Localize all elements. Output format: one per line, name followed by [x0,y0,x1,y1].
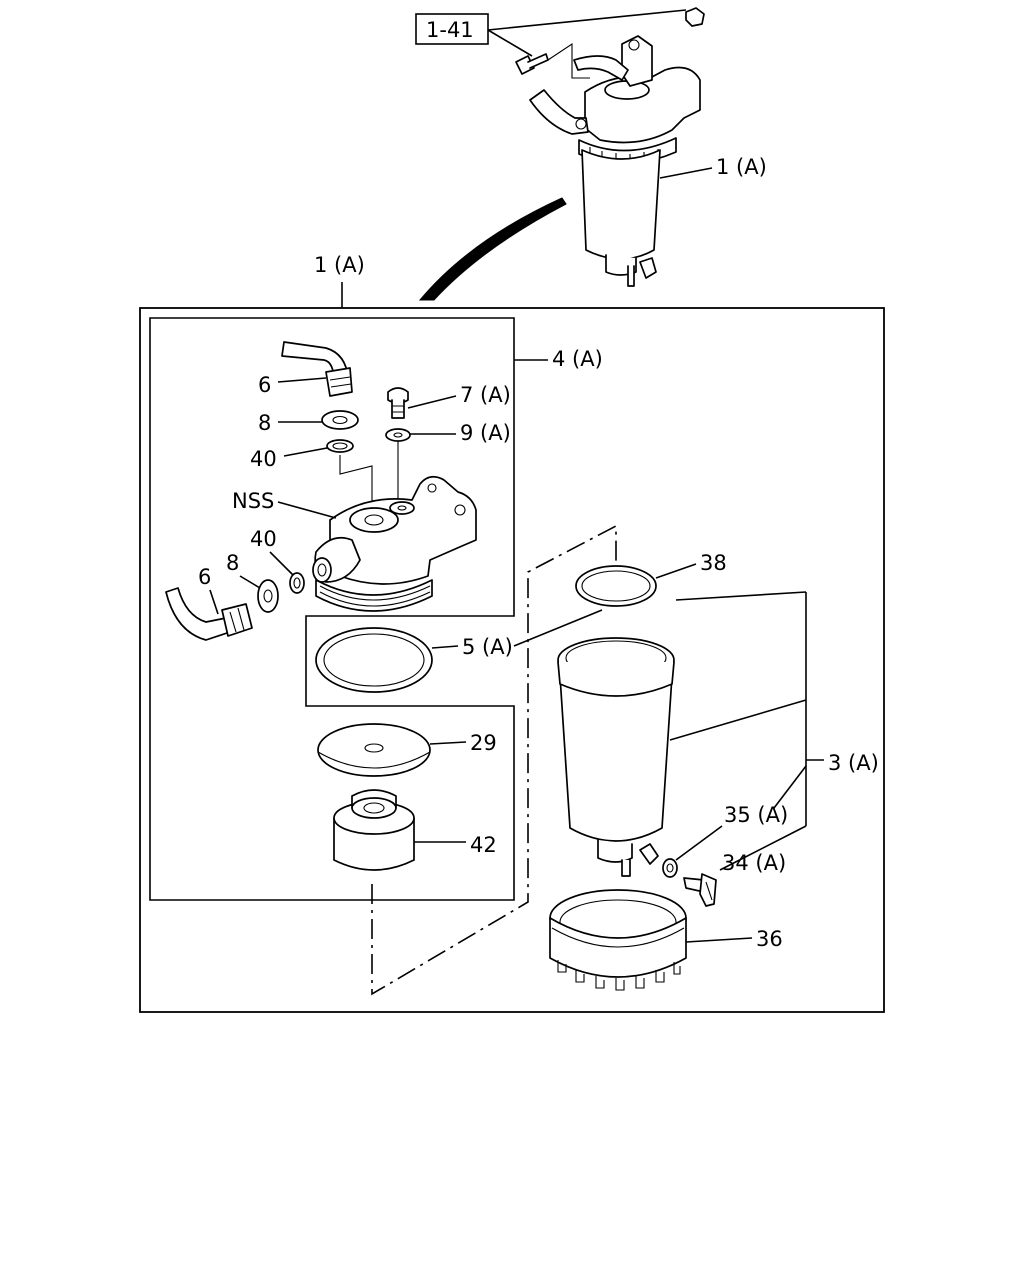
assembled-filter [515,7,705,287]
label-p36: 36 [756,927,783,951]
part-6-elbow-side [165,587,253,641]
part-nss-filter-head [312,475,477,612]
label-p34: 34 (A) [722,851,786,875]
label-p40-side: 40 [250,527,277,551]
label-p40-top: 40 [250,447,277,471]
label-assembly-top: 1 (A) [716,155,767,179]
part-38-gasket [575,565,657,607]
part-filter-bowl [557,637,675,877]
part-9-washer [385,428,411,442]
part-40-oring-top [326,439,354,453]
label-p42: 42 [470,833,497,857]
part-5-gasket [315,627,433,693]
part-8-washer-top [321,410,359,430]
label-p6-side: 6 [198,565,211,589]
part-8-washer-side [257,579,279,613]
outer-frame [139,307,885,1013]
label-p7: 7 (A) [460,383,511,407]
part-42-element [333,789,415,871]
part-7-bolt [387,387,409,419]
part-29-disc [317,723,431,777]
label-assembly-frame: 1 (A) [314,253,365,277]
label-p9: 9 (A) [460,421,511,445]
label-p6-top: 6 [258,373,271,397]
head-group-frame [149,317,515,901]
ref-box-label: 1-41 [426,18,474,42]
label-p8-top: 8 [258,411,271,435]
detail-arrow [418,197,567,301]
part-35-washer [662,858,678,878]
label-p35: 35 (A) [724,803,788,827]
label-nss: NSS [232,489,274,513]
part-34-drain-plug [683,873,717,907]
part-36-ring-nut [549,889,687,991]
label-head-assembly: 4 (A) [552,347,603,371]
part-6-elbow-top [281,341,353,397]
part-40-oring-side [289,572,305,594]
label-p38: 38 [700,551,727,575]
ref-box [415,13,489,45]
label-p3: 3 (A) [828,751,879,775]
label-p5: 5 (A) [462,635,513,659]
label-p8-side: 8 [226,551,239,575]
label-p29: 29 [470,731,497,755]
